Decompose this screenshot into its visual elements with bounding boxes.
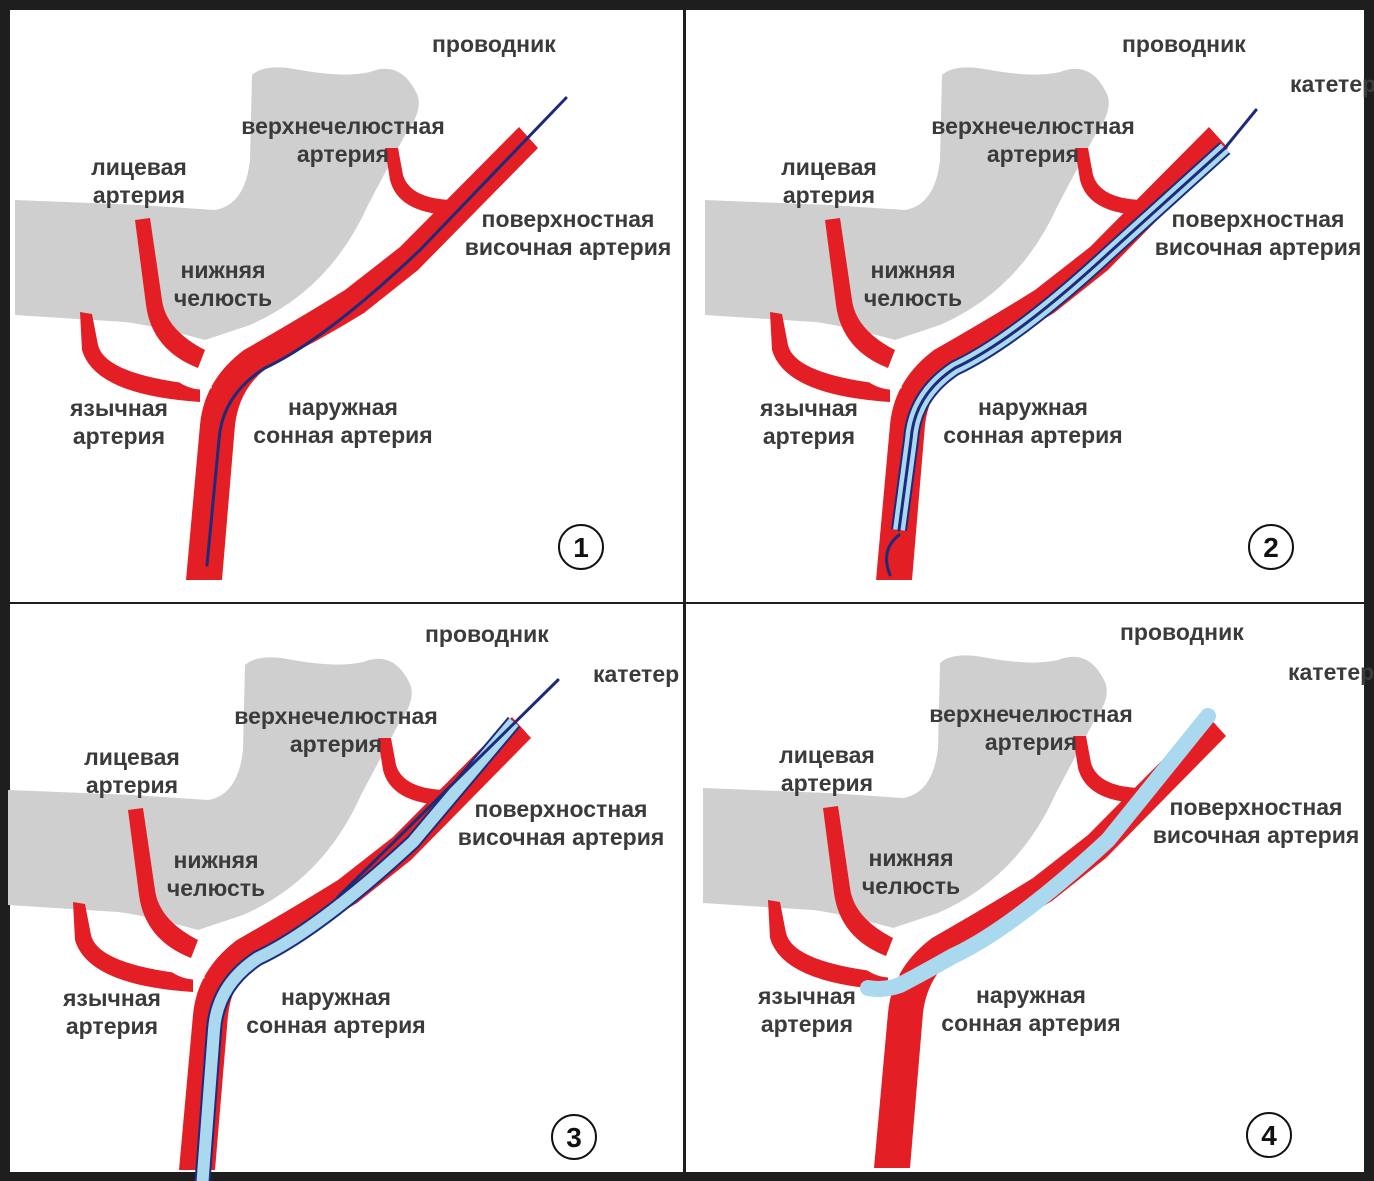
label-external-carotid-line-2: сонная артерия bbox=[943, 422, 1122, 448]
panel-number-label: 4 bbox=[1261, 1120, 1277, 1151]
label-catheter: катетер bbox=[593, 661, 679, 687]
label-lingual-line-1: язычная bbox=[759, 395, 858, 421]
label-maxillary-line-1: верхнечелюстная bbox=[929, 701, 1133, 727]
panel-number-label: 3 bbox=[566, 1122, 582, 1153]
label-mandible-line-1: нижняя bbox=[173, 847, 258, 873]
label-lingual-line-1: язычная bbox=[69, 395, 168, 421]
label-facial-line-1: лицевая bbox=[84, 744, 180, 770]
label-catheter: катетер bbox=[1290, 71, 1374, 97]
label-mandible-line-2: челюсть bbox=[862, 873, 960, 899]
label-superficial-temporal-line-1: поверхностная bbox=[1172, 206, 1345, 232]
label-mandible-line-2: челюсть bbox=[864, 285, 962, 311]
label-mandible-line-1: нижняя bbox=[180, 257, 265, 283]
label-superficial-temporal-line-1: поверхностная bbox=[475, 796, 648, 822]
label-maxillary-line-1: верхнечелюстная bbox=[234, 703, 438, 729]
label-facial-line-1: лицевая bbox=[779, 742, 875, 768]
label-guidewire-line-1: проводник bbox=[1122, 31, 1246, 57]
label-guidewire-line-1: проводник bbox=[432, 31, 556, 57]
label-external-carotid-line-1: наружная bbox=[281, 984, 391, 1010]
label-maxillary-line-1: верхнечелюстная bbox=[241, 113, 445, 139]
label-mandible-line-1: нижняя bbox=[870, 257, 955, 283]
label-facial-line-2: артерия bbox=[93, 182, 185, 208]
label-maxillary-line-2: артерия bbox=[985, 729, 1077, 755]
label-superficial-temporal-line-2: височная артерия bbox=[458, 824, 665, 850]
label-maxillary-line-2: артерия bbox=[987, 141, 1079, 167]
label-lingual-line-2: артерия bbox=[73, 423, 165, 449]
label-lingual-line-1: язычная bbox=[757, 983, 856, 1009]
label-catheter-line-1: катетер bbox=[593, 661, 679, 687]
label-guidewire-line-1: проводник bbox=[1120, 619, 1244, 645]
panel-number-label: 1 bbox=[573, 532, 589, 563]
label-mandible-line-2: челюсть bbox=[167, 875, 265, 901]
label-superficial-temporal-line-1: поверхностная bbox=[1170, 794, 1343, 820]
label-superficial-temporal-line-2: височная артерия bbox=[1155, 234, 1362, 260]
label-facial-line-2: артерия bbox=[86, 772, 178, 798]
label-catheter-line-1: катетер bbox=[1288, 659, 1374, 685]
label-lingual-line-2: артерия bbox=[66, 1013, 158, 1039]
label-external-carotid-line-1: наружная bbox=[288, 394, 398, 420]
label-facial-line-2: артерия bbox=[781, 770, 873, 796]
label-external-carotid-line-1: наружная bbox=[976, 982, 1086, 1008]
label-facial-line-1: лицевая bbox=[781, 154, 877, 180]
label-external-carotid-line-2: сонная артерия bbox=[246, 1012, 425, 1038]
label-lingual-line-2: артерия bbox=[763, 423, 855, 449]
label-facial-line-1: лицевая bbox=[91, 154, 187, 180]
label-maxillary-line-2: артерия bbox=[290, 731, 382, 757]
label-maxillary-line-2: артерия bbox=[297, 141, 389, 167]
label-superficial-temporal-line-2: височная артерия bbox=[465, 234, 672, 260]
label-guidewire: проводник bbox=[1122, 31, 1246, 57]
label-catheter-line-1: катетер bbox=[1290, 71, 1374, 97]
label-facial-line-2: артерия bbox=[783, 182, 875, 208]
label-superficial-temporal-line-2: височная артерия bbox=[1153, 822, 1360, 848]
label-external-carotid-line-2: сонная артерия bbox=[253, 422, 432, 448]
label-mandible-line-1: нижняя bbox=[868, 845, 953, 871]
label-lingual-line-1: язычная bbox=[62, 985, 161, 1011]
label-guidewire: проводник bbox=[425, 621, 549, 647]
label-guidewire: проводник bbox=[1120, 619, 1244, 645]
label-guidewire-line-1: проводник bbox=[425, 621, 549, 647]
label-maxillary-line-1: верхнечелюстная bbox=[931, 113, 1135, 139]
label-external-carotid-line-1: наружная bbox=[978, 394, 1088, 420]
panel-number-label: 2 bbox=[1263, 532, 1279, 563]
label-catheter: катетер bbox=[1288, 659, 1374, 685]
label-lingual-line-2: артерия bbox=[761, 1011, 853, 1037]
label-external-carotid-line-2: сонная артерия bbox=[941, 1010, 1120, 1036]
label-guidewire: проводник bbox=[432, 31, 556, 57]
label-superficial-temporal-line-1: поверхностная bbox=[482, 206, 655, 232]
label-mandible-line-2: челюсть bbox=[174, 285, 272, 311]
